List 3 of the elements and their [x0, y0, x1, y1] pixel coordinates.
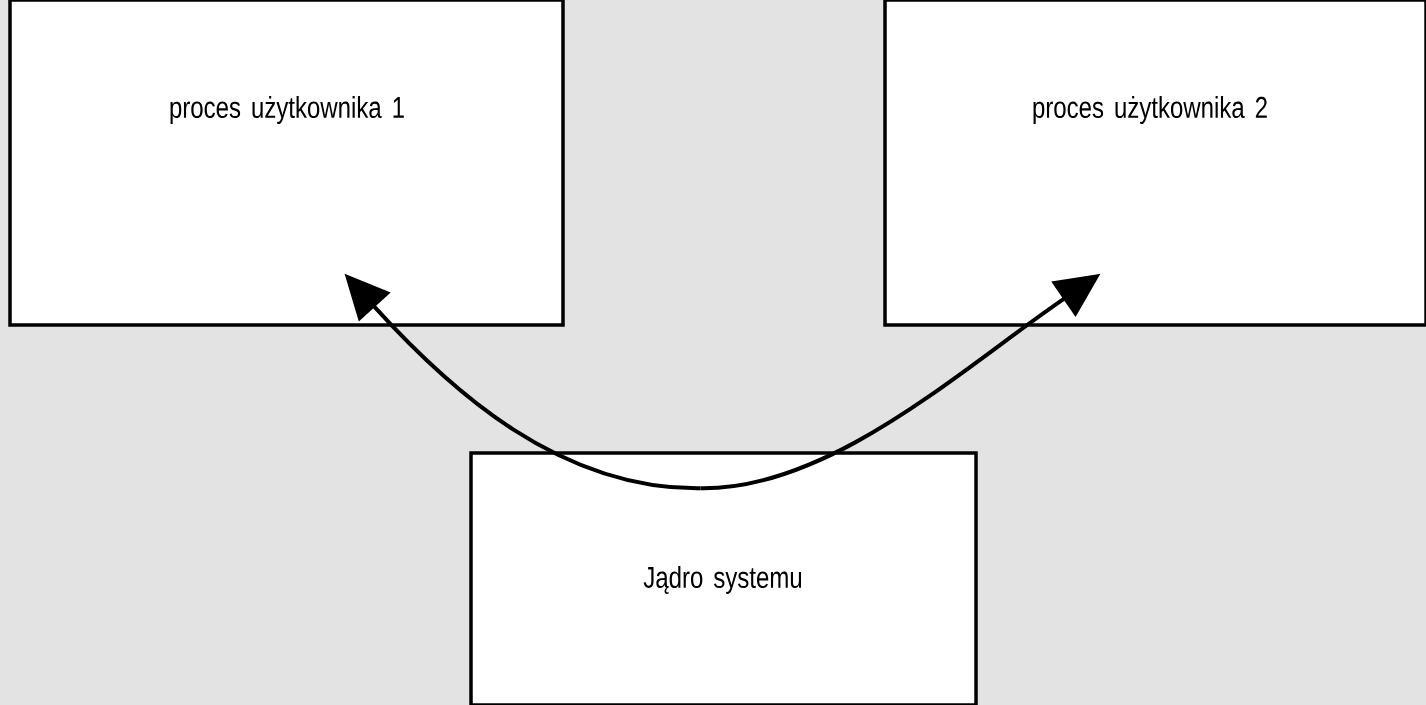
process-box: proces użytkownika 2: [883, 0, 1426, 327]
process-box: Jądro systemu: [469, 451, 978, 705]
process-box: proces użytkownika 1: [8, 0, 565, 327]
